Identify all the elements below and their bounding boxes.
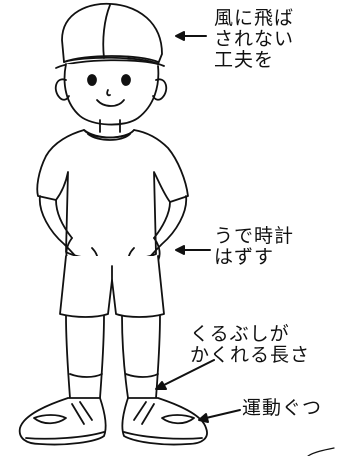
label-sock-length: くるぶしが かくれる長さ (190, 324, 310, 366)
label-remove-watch: うで時計 はずす (214, 226, 294, 268)
annotation-arrows (155, 31, 241, 423)
arrow-cap (175, 31, 207, 41)
label-line: くるぶしが (190, 323, 290, 345)
legs (65, 315, 161, 399)
head (54, 63, 168, 133)
left-eye (87, 74, 97, 86)
label-cap-secure: 風に飛ば されない 工夫を (214, 8, 294, 71)
right-sock-top (125, 373, 159, 378)
label-line: 運動ぐつ (242, 397, 323, 419)
arrow-watch (175, 245, 211, 255)
cap (55, 2, 165, 69)
shoes (18, 397, 208, 446)
mouth (96, 99, 125, 107)
label-sneakers: 運動ぐつ (242, 398, 322, 419)
shorts (59, 255, 165, 318)
label-line: うで時計 (214, 225, 295, 247)
label-line: かくれる長さ (190, 344, 311, 366)
t-shirt (36, 129, 189, 261)
left-sock-top (69, 373, 103, 378)
label-line: 工夫を (214, 49, 275, 71)
arrow-shoes (198, 409, 241, 423)
neck (99, 119, 121, 133)
label-line: されない (214, 28, 295, 50)
corner-mark (307, 447, 335, 456)
right-eye (121, 74, 131, 86)
label-line: はずす (214, 246, 275, 268)
label-line: 風に飛ば (214, 7, 295, 29)
arrow-socks (155, 359, 215, 390)
